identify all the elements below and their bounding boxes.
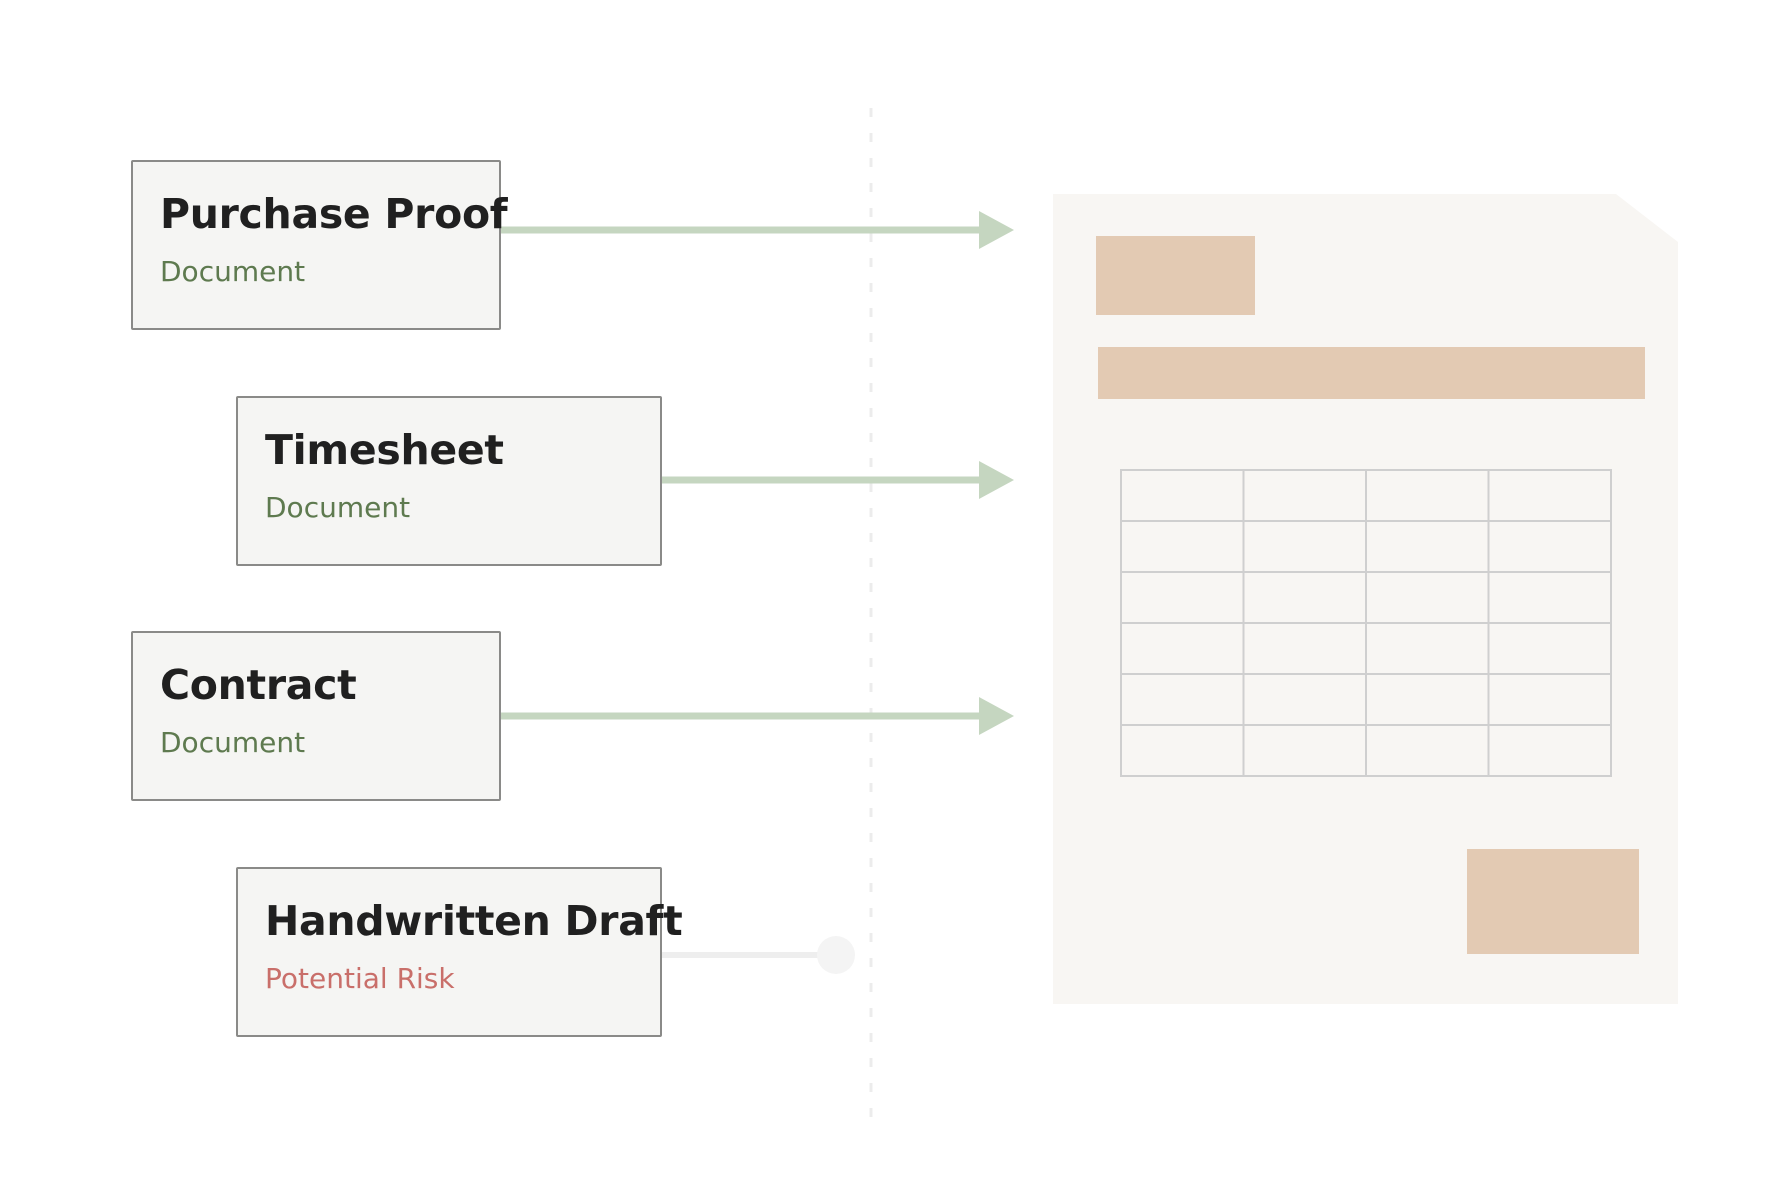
signature-block xyxy=(1467,849,1639,954)
connector-endpoint-dot xyxy=(817,936,855,974)
source-card-contract[interactable]: Contract Document xyxy=(131,631,501,801)
card-title: Purchase Proof xyxy=(160,190,508,238)
connector-arrow-timesheet xyxy=(662,461,1014,499)
source-card-purchase-proof[interactable]: Purchase Proof Document xyxy=(131,160,508,330)
card-title: Contract xyxy=(160,661,357,709)
connector-arrow-contract xyxy=(501,697,1014,735)
connector-broken-handwritten-draft xyxy=(662,936,855,974)
template-document xyxy=(1053,194,1678,1004)
header-block xyxy=(1096,236,1255,315)
data-table xyxy=(1120,469,1612,777)
title-bar-block xyxy=(1098,347,1645,399)
source-card-handwritten-draft[interactable]: Handwritten Draft Potential Risk xyxy=(236,867,683,1037)
card-subtitle: Document xyxy=(160,726,306,760)
source-card-timesheet[interactable]: Timesheet Document xyxy=(236,396,662,566)
card-subtitle: Document xyxy=(160,255,306,289)
card-title: Timesheet xyxy=(265,426,504,474)
card-title: Handwritten Draft xyxy=(265,897,683,945)
card-subtitle-risk: Potential Risk xyxy=(265,962,455,996)
connector-arrow-purchase-proof xyxy=(501,211,1014,249)
card-subtitle: Document xyxy=(265,491,411,525)
